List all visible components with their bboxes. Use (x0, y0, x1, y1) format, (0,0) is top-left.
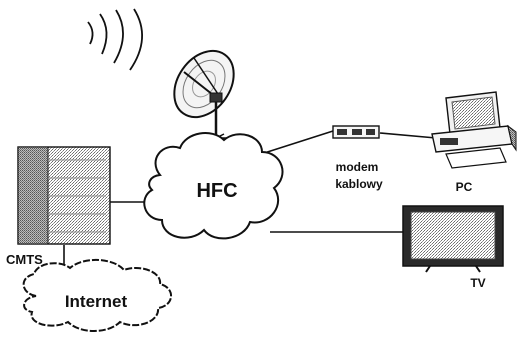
cmts-server-icon (17, 146, 111, 245)
modem-label-line1: modem (336, 160, 379, 174)
internet-label: Internet (65, 292, 128, 311)
modem-label-line2: kablowy (335, 177, 383, 191)
satellite-dish-icon (173, 49, 235, 143)
internet-cloud-icon (22, 258, 172, 332)
tv-label: TV (470, 276, 485, 290)
pc-label: PC (456, 180, 473, 194)
hfc-label: HFC (196, 180, 237, 202)
cable-modem-icon (332, 125, 380, 139)
tv-icon (402, 205, 504, 273)
link-modem-pc (379, 132, 437, 139)
radio-waves-icon (87, 8, 143, 71)
pc-icon (431, 91, 517, 169)
hfc-cloud-icon (143, 132, 284, 240)
cmts-label: CMTS (6, 252, 43, 267)
link-hfc-modem (257, 130, 334, 156)
